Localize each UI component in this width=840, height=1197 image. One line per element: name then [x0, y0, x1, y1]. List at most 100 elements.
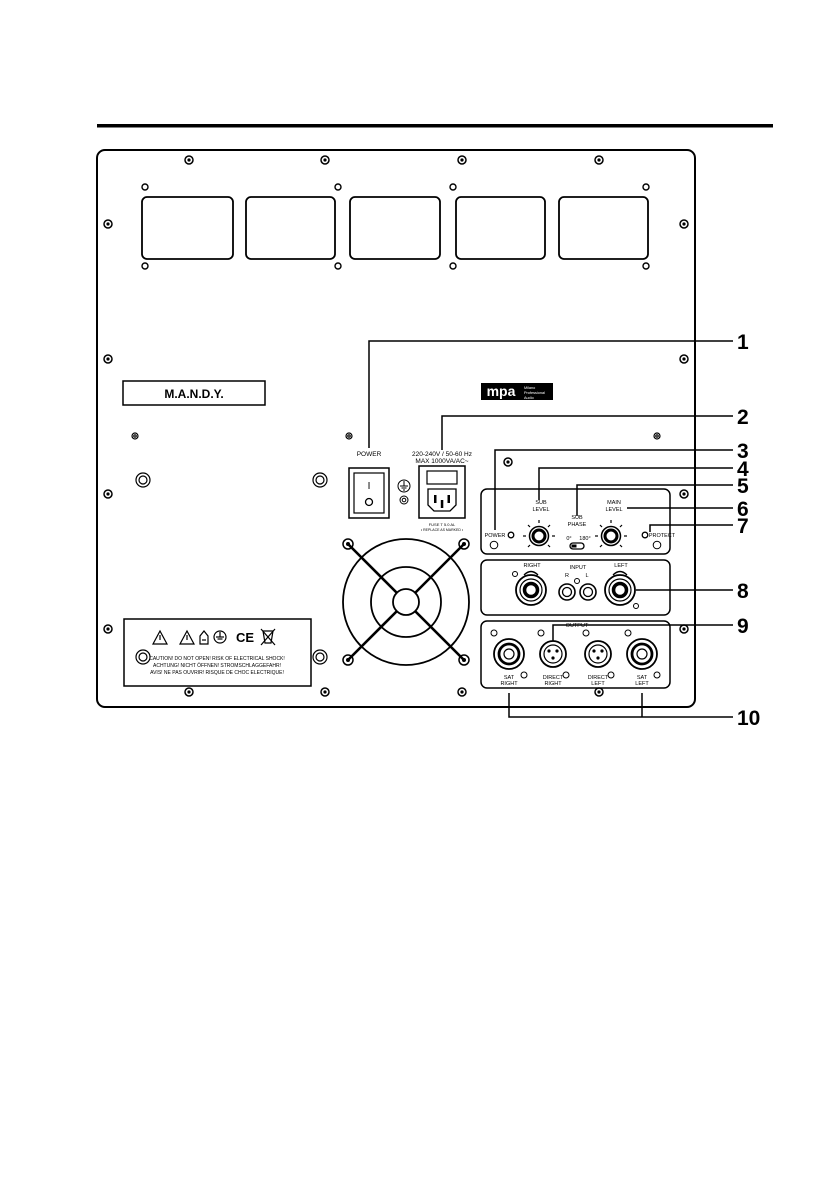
screw [679, 354, 689, 364]
warning-triangle-icon [151, 629, 169, 645]
vent-slot [245, 196, 336, 260]
leader-5 [576, 484, 733, 516]
output-title: OUTPUT [566, 623, 589, 629]
input-left-label: LEFT [614, 563, 628, 569]
input-r-label: R [565, 573, 569, 579]
ce-mark: CE [236, 630, 254, 645]
vent-slot [558, 196, 649, 260]
sat-left-label-1: SAT [637, 675, 648, 681]
screw [458, 538, 470, 550]
leader-10 [508, 693, 733, 718]
warning-line3: AVIS! NE PAS OUVRIR! RISQUE DE CHOC ELEC… [150, 670, 284, 676]
input-section [480, 559, 671, 616]
power-led-label: POWER [485, 533, 506, 539]
speakon-sat-right[interactable] [490, 629, 528, 679]
direct-left-label-2: LEFT [591, 681, 605, 687]
model-plate-text: M.A.N.D.Y. [164, 387, 223, 401]
sat-right-label-2: RIGHT [500, 681, 518, 687]
earth-icon [213, 630, 227, 644]
screw [342, 538, 354, 550]
combo-jack-left[interactable] [604, 570, 639, 609]
brand-subtext: Milano [524, 386, 535, 390]
protect-label: PROTECT [649, 533, 676, 539]
fuse-rating-line2: • REPLACE AS MARKED • [421, 528, 464, 532]
phase-180-label: 180° [579, 536, 590, 542]
leader-2 [441, 415, 733, 450]
vent-slot [455, 196, 546, 260]
fuse-drawer[interactable] [426, 470, 458, 485]
panel-outline [96, 149, 696, 708]
callout-number: 9 [737, 615, 749, 638]
callout-number: 2 [737, 406, 749, 429]
brand-logo: mpa Milano Professional Audio [481, 383, 553, 400]
leader-1 [368, 340, 733, 448]
leader-4 [538, 467, 733, 500]
brand-subtext: Audio [524, 396, 534, 400]
vent-slot [141, 196, 234, 260]
panel-marks [131, 432, 661, 665]
direct-right-label-2: RIGHT [544, 681, 562, 687]
callout-number: 1 [737, 331, 749, 354]
screw [457, 155, 467, 165]
weee-bin-icon [262, 630, 274, 644]
sat-left-label-2: LEFT [635, 681, 649, 687]
input-title: INPUT [570, 565, 587, 571]
main-level-knob[interactable] [595, 520, 627, 548]
rca-jack-left[interactable] [579, 583, 597, 601]
input-right-label: RIGHT [523, 563, 541, 569]
screw [184, 687, 194, 697]
callout-number: 3 [737, 440, 749, 463]
power-switch[interactable] [348, 467, 390, 519]
direct-left-label-1: DIRECT [588, 675, 609, 681]
callout-number: 7 [737, 515, 749, 538]
callout-number: 8 [737, 580, 749, 603]
screw [458, 654, 470, 666]
warning-icons [151, 628, 276, 646]
header-rule [97, 124, 773, 128]
xlr-direct-left[interactable] [582, 629, 615, 679]
rca-jack-right[interactable] [558, 583, 576, 601]
callout-number: 10 [737, 707, 760, 730]
mount-hole [652, 540, 662, 550]
screw [103, 354, 113, 364]
leader-7 [649, 524, 733, 532]
callout-number: 5 [737, 475, 749, 498]
brand-logo-text: mpa [487, 383, 516, 399]
input-l-label: L [585, 573, 588, 579]
screw [103, 219, 113, 229]
screw [457, 687, 467, 697]
power-switch-rocker[interactable] [353, 472, 385, 514]
sat-right-label-1: SAT [504, 675, 515, 681]
phase-switch[interactable] [569, 542, 585, 550]
mains-socket[interactable] [418, 465, 466, 519]
mains-rating-line1: 220-240V / 50-60 Hz [412, 451, 472, 458]
ground-icon [397, 479, 411, 505]
combo-jack-right[interactable] [512, 570, 547, 606]
protect-led [641, 531, 649, 539]
side-screws [103, 219, 689, 634]
home-use-icon [199, 630, 209, 645]
sub-level-knob[interactable] [523, 520, 555, 548]
screw [594, 155, 604, 165]
main-level-label-2: LEVEL [605, 507, 622, 513]
vent-slot [349, 196, 441, 260]
warning-triangle-icon [178, 629, 196, 645]
screw [503, 457, 513, 467]
speakon-sat-left[interactable] [624, 629, 661, 679]
fuse-rating-line1: FUSE T 5.0 AL [429, 522, 456, 527]
control-section [480, 488, 671, 555]
sub-phase-label-2: PHASE [568, 522, 587, 528]
power-switch-label: POWER [357, 451, 382, 458]
model-plate [122, 380, 266, 406]
warning-label [123, 618, 312, 687]
screw [679, 489, 689, 499]
screw [184, 155, 194, 165]
leader-9 [552, 624, 733, 641]
sub-level-label-1: SUB [535, 500, 547, 506]
screw [103, 489, 113, 499]
output-section [480, 620, 671, 689]
screw [342, 654, 354, 666]
mount-hole [574, 578, 580, 584]
